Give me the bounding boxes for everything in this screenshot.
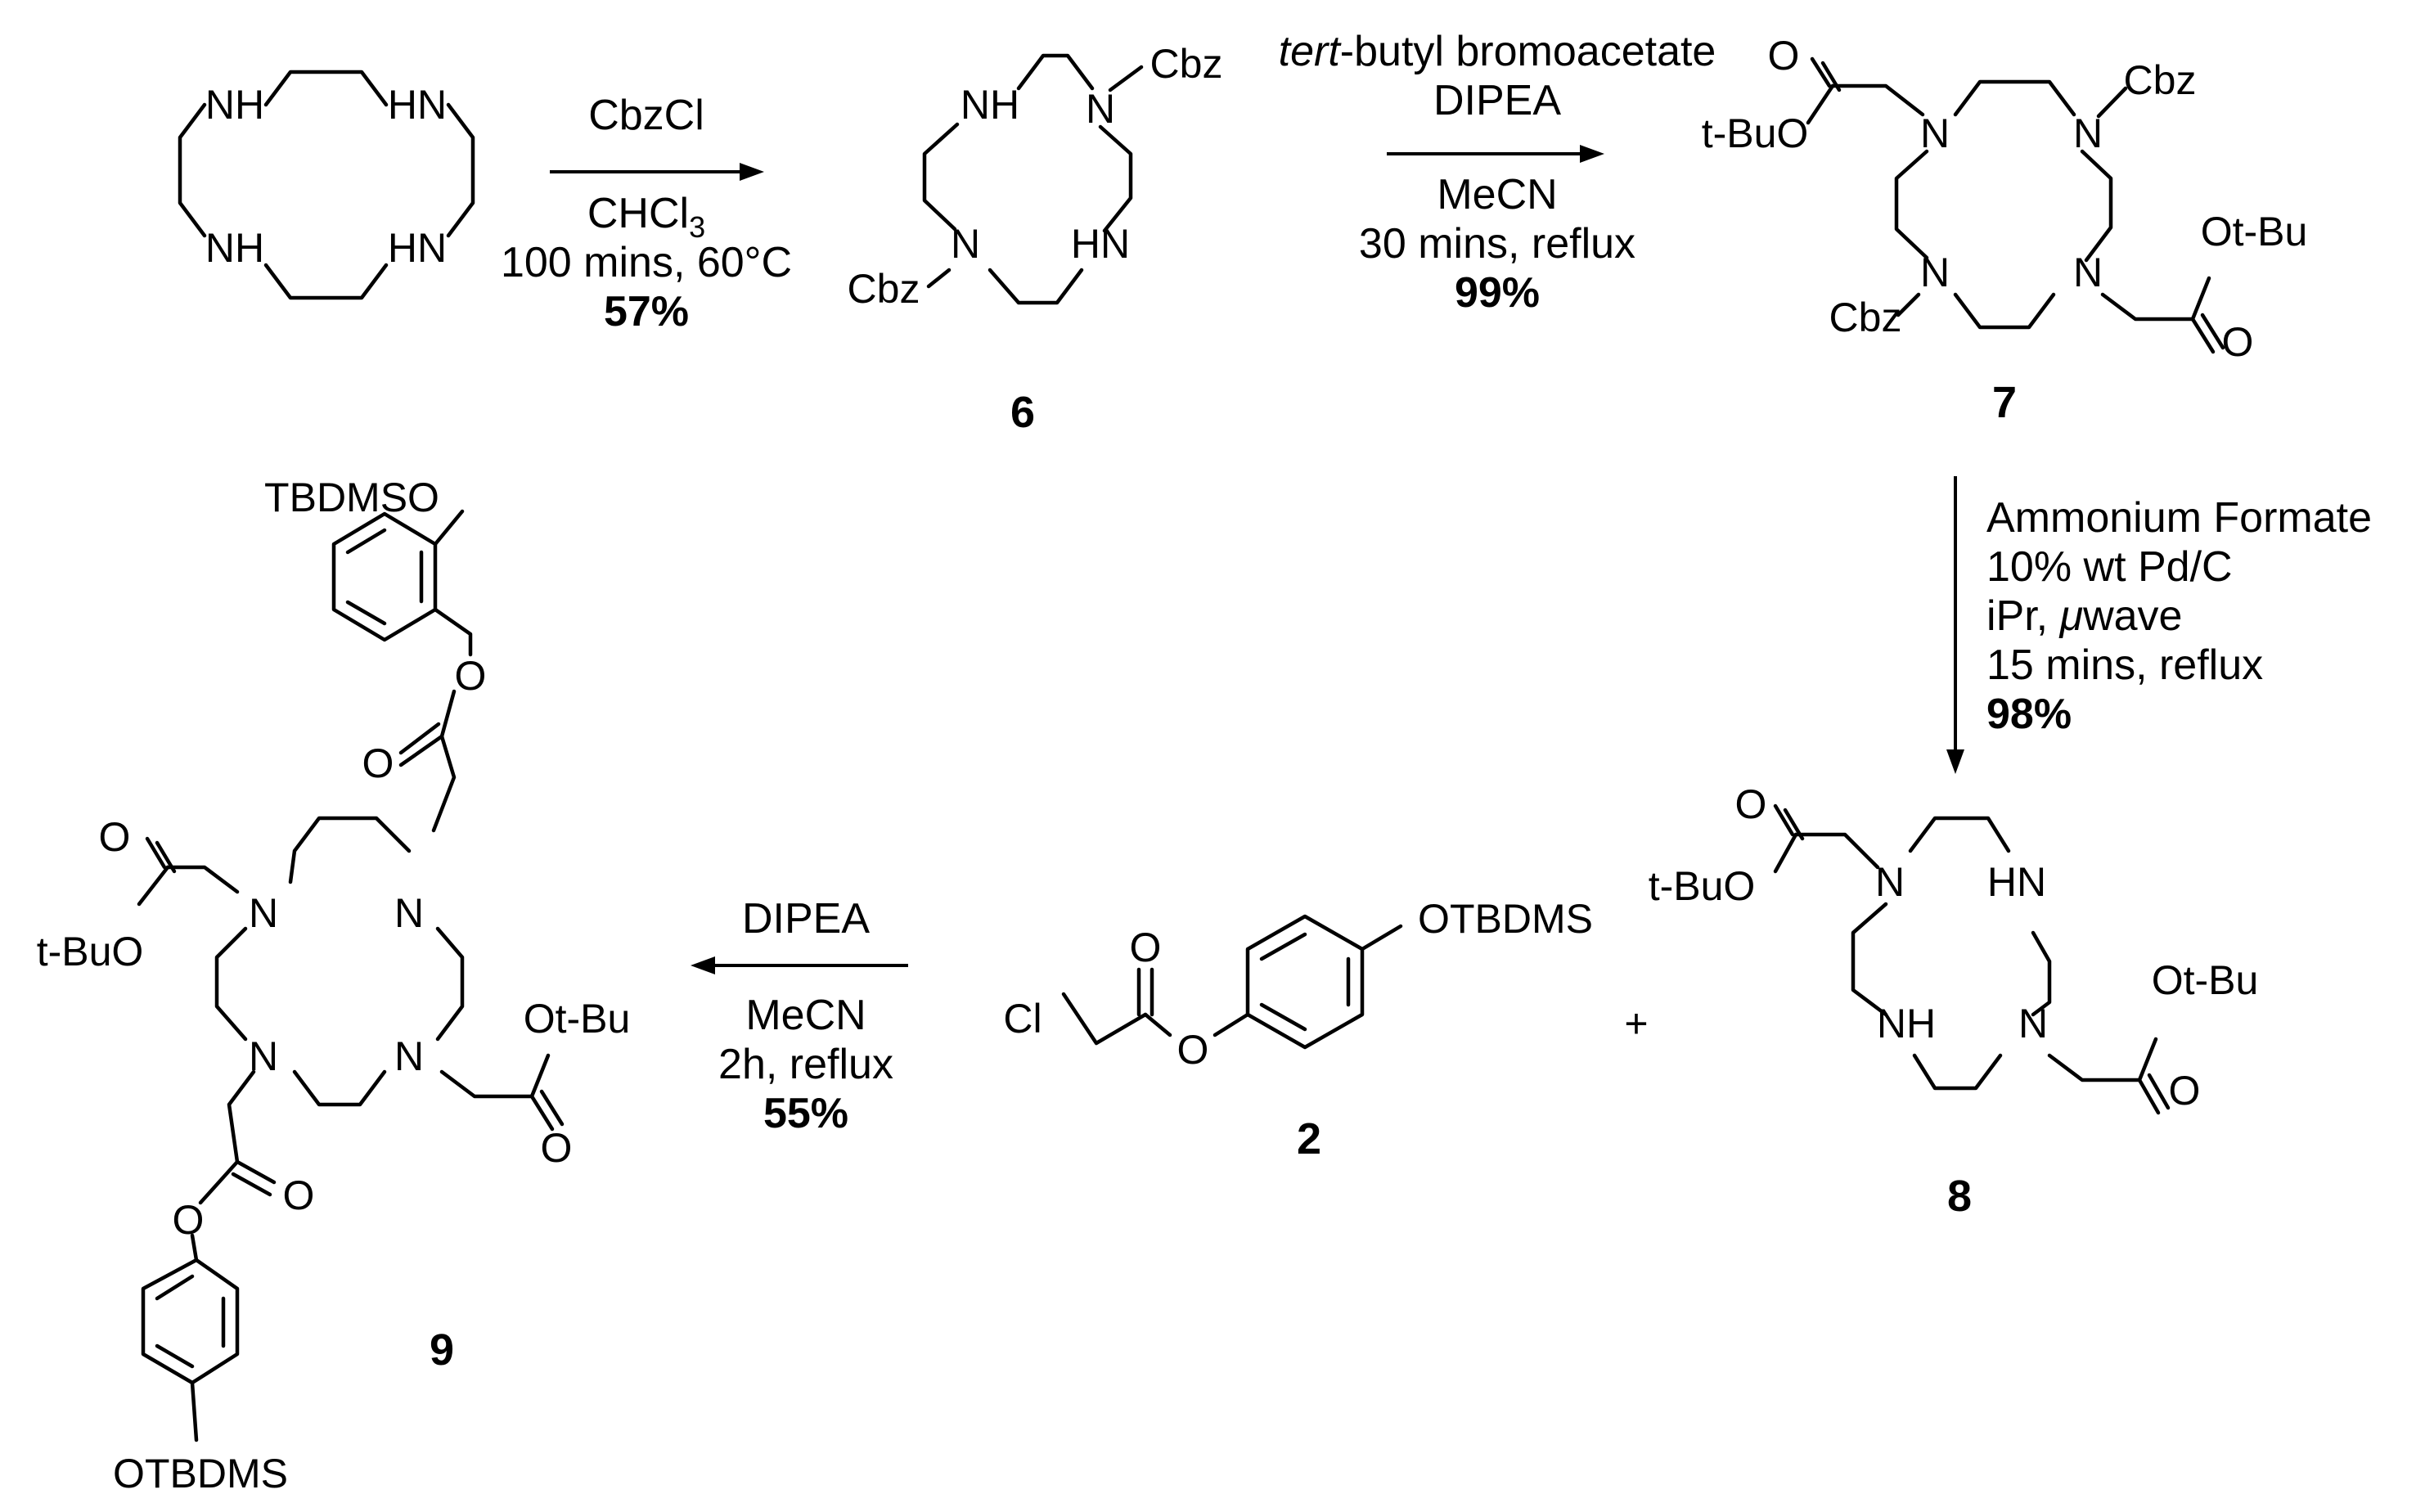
step3-yield: 98%: [1986, 691, 2072, 738]
step4-arrow: [691, 956, 908, 974]
step4-base: DIPEA: [742, 895, 870, 943]
step1-reagent: CbzCl: [588, 92, 704, 139]
atom-hn-2: HN: [388, 225, 447, 271]
step4-yield: 55%: [763, 1090, 848, 1137]
compound-8-number: 8: [1947, 1172, 1972, 1221]
compound-9-otbu: Ot-Bu: [524, 996, 631, 1042]
step2-reagent: tert-butyl bromoacetate: [1279, 28, 1716, 75]
atom-hn-1: HN: [388, 82, 447, 128]
compound-6-cbz-2: Cbz: [848, 266, 920, 312]
compound-8-otbu: Ot-Bu: [2152, 957, 2259, 1003]
compound-9-n-2: N: [394, 890, 424, 936]
compound-9-tbdmso: TBDMSO: [264, 475, 439, 520]
compound-8-tbuo: t-BuO: [1649, 863, 1756, 909]
step1-arrow: [550, 163, 764, 181]
compound-7-tbuo: t-BuO: [1702, 110, 1809, 156]
compound-6-nh: NH: [961, 82, 1019, 128]
step2-yield: 99%: [1455, 269, 1540, 317]
compound-6-n-1: N: [1086, 86, 1115, 132]
cyclen-structure: NH HN NH HN: [178, 70, 475, 300]
compound-9-o-ester-1: O: [455, 653, 487, 699]
compound-9-o-carbonyl-3: O: [541, 1125, 573, 1171]
compound-9-n-3: N: [249, 1033, 278, 1079]
step3-solvent: iPr, μwave: [1986, 592, 2182, 640]
compound-2-otbdms: OTBDMS: [1418, 896, 1593, 942]
step3-reagent: Ammonium Formate: [1986, 494, 2372, 542]
compound-6-n-2: N: [951, 221, 980, 267]
step4-solvent: MeCN: [745, 992, 866, 1039]
compound-7-number: 7: [1992, 378, 2017, 427]
step2-base: DIPEA: [1433, 77, 1561, 124]
compound-8-hn: HN: [1987, 859, 2046, 905]
compound-8-structure: O t-BuO N HN NH N Ot-Bu O: [1649, 781, 2259, 1115]
step3-arrow: [1946, 476, 1964, 774]
compound-7-o-1: O: [1768, 33, 1800, 79]
compound-2-structure: Cl O O OTBDMS: [1003, 896, 1593, 1073]
step1-conditions: 100 mins, 60°C: [501, 239, 792, 286]
step2-arrow: [1387, 145, 1604, 163]
step2-conditions: 30 mins, reflux: [1359, 220, 1635, 268]
plus-sign: +: [1624, 1001, 1648, 1046]
compound-2-number: 2: [1297, 1114, 1321, 1163]
compound-7-structure: O t-BuO N N Cbz N N Cbz Ot-Bu O: [1702, 33, 2308, 365]
atom-nh-2: NH: [205, 225, 264, 271]
compound-7-cbz-1: Cbz: [2124, 57, 2197, 103]
compound-7-n-3: N: [1920, 250, 1950, 295]
compound-6-structure: NH N Cbz N HN Cbz: [848, 41, 1223, 312]
compound-9-structure: TBDMSO O O O t-BuO N N N N Ot-Bu O O O O…: [37, 475, 631, 1496]
compound-7-n-2: N: [2073, 110, 2103, 156]
compound-8-o-2: O: [2169, 1068, 2201, 1114]
step1-solvent: CHCl3: [587, 190, 705, 244]
compound-9-otbdms: OTBDMS: [113, 1451, 288, 1496]
compound-6-number: 6: [1010, 388, 1035, 437]
compound-8-n-2: N: [2018, 1001, 2048, 1046]
compound-2-cl: Cl: [1003, 996, 1042, 1042]
compound-7-o-2: O: [2222, 319, 2254, 365]
step3-catalyst: 10% wt Pd/C: [1986, 543, 2233, 591]
compound-6-hn: HN: [1071, 221, 1130, 267]
compound-8-nh: NH: [1877, 1001, 1936, 1046]
step4-conditions: 2h, reflux: [718, 1041, 893, 1088]
compound-7-n-1: N: [1920, 110, 1950, 156]
compound-7-cbz-2: Cbz: [1829, 295, 1902, 340]
compound-2-o-ester: O: [1177, 1027, 1209, 1073]
compound-9-o-ester-2: O: [173, 1197, 205, 1243]
step2-solvent: MeCN: [1437, 171, 1557, 218]
compound-9-number: 9: [430, 1325, 454, 1375]
compound-6-cbz-1: Cbz: [1150, 41, 1223, 87]
step1-yield: 57%: [604, 288, 689, 335]
compound-9-n-1: N: [249, 890, 278, 936]
compound-9-o-carbonyl-2: O: [99, 814, 131, 860]
compound-8-n-1: N: [1875, 859, 1905, 905]
compound-8-o-1: O: [1735, 781, 1767, 827]
compound-9-o-carbonyl-4: O: [283, 1172, 315, 1218]
compound-9-o-carbonyl-1: O: [362, 740, 394, 786]
compound-2-o-carbonyl: O: [1130, 925, 1162, 970]
compound-7-otbu: Ot-Bu: [2201, 209, 2308, 254]
step3-conditions: 15 mins, reflux: [1986, 641, 2263, 689]
atom-nh-1: NH: [205, 82, 264, 128]
compound-7-n-4: N: [2073, 250, 2103, 295]
compound-9-tbuo: t-BuO: [37, 929, 144, 974]
compound-9-n-4: N: [394, 1033, 424, 1079]
